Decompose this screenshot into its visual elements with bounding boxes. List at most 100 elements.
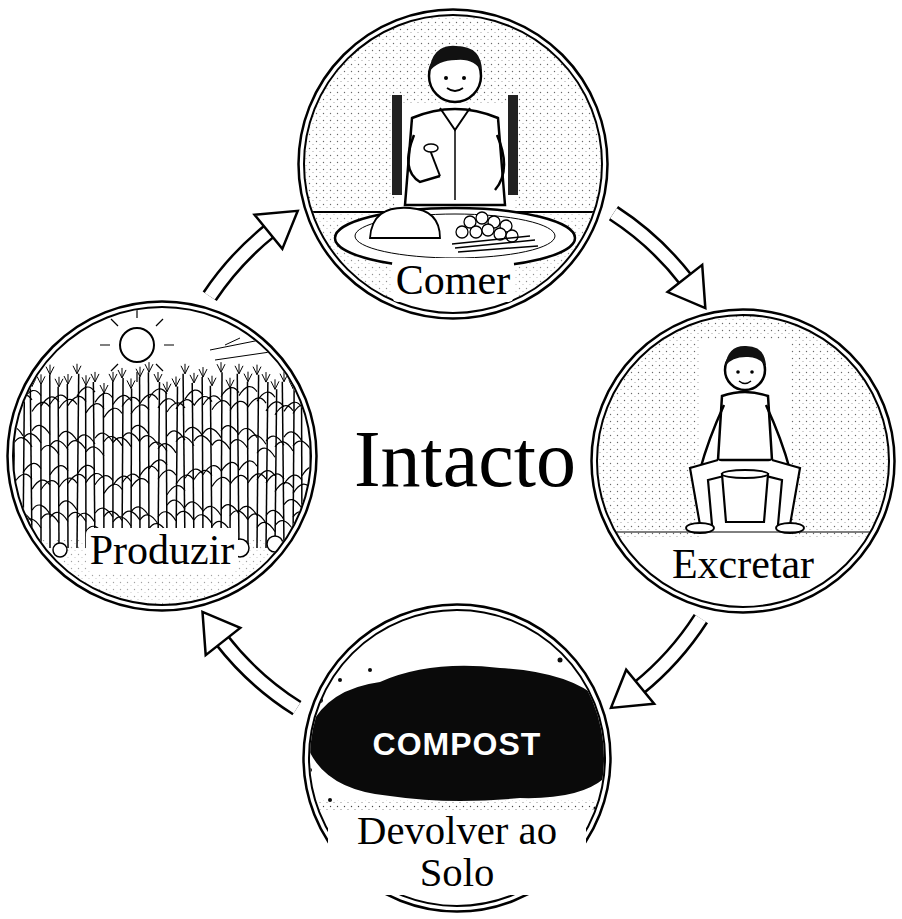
arrow-head [255,211,298,249]
node-label: Produzir [86,528,239,572]
corn-leaf [113,395,131,404]
corn-tassel [73,364,81,374]
arrow-outline [613,213,686,281]
cycle-circle: Produzir [6,300,318,612]
corn-tassel [154,372,162,382]
corn-leaf [194,436,212,445]
corn-stalk [148,372,150,548]
corn-stalk [57,387,59,548]
corn-stalk [112,382,114,548]
corn-leaf [32,505,50,514]
corn-leaf [257,392,275,401]
inner-ring [597,315,889,607]
corn-tassel [217,362,225,372]
cycle-arrow [202,612,296,708]
corn-stalk [93,382,95,548]
node-label: Devolver ao Solo [328,810,586,895]
corn-leaf [176,437,194,446]
corn-leaf [167,500,185,509]
corn-tassel [235,364,243,374]
corn-leaf [122,433,140,442]
corn-stalk [77,374,79,548]
corn-tassel [64,374,72,384]
corn-leaf [212,440,230,449]
corn-leaf [230,511,248,520]
arrow-outline [210,230,271,296]
outer-ring [592,310,895,613]
corn-leaf [203,428,221,437]
node-label: Excretar [668,542,818,586]
corn-leaf [167,403,185,412]
corn-leaf [149,389,167,398]
corn-leaf [131,425,149,434]
center-title: Intacto [354,415,576,503]
corn-stalk [67,384,69,548]
cycle-circle: Excretar [590,308,896,614]
corn-leaf [284,432,302,441]
inner-ring [13,307,311,605]
corn-stalk [40,384,42,548]
corn-leaf [257,448,275,457]
corn-leaf [203,506,221,515]
corn-leaf [275,442,293,451]
corn-leaf [158,399,176,408]
corn-tassel [253,365,261,375]
corn-stalk [282,382,284,548]
corn-leaf [41,514,59,523]
squatting-figure [590,308,896,540]
corn-stalk [122,378,123,548]
corn-leaf [68,441,86,450]
corn-stalk [229,388,231,548]
corn-leaf [185,427,203,436]
corn-leaf [50,512,68,521]
corn-leaf [284,500,302,509]
corn-leaf [203,396,221,405]
arrow-outline [638,619,701,689]
corn-leaf [185,469,203,478]
arrow-head [202,612,240,655]
corn-leaf [5,506,23,515]
corn-leaf [230,401,248,410]
cycle-arrow [210,211,298,296]
corn-tassel [82,375,90,385]
corn-leaf [113,517,131,526]
arrow-outline [221,639,297,708]
corn-tassel [19,364,27,374]
outer-ring [8,302,317,611]
corn-tassel [91,372,99,382]
compost-sign: COMPOST [369,728,546,762]
corn-leaf [59,431,77,440]
corn-leaf [221,426,239,435]
cycle-arrow [611,619,701,708]
corn-tassel [37,374,45,384]
arrow-head [611,670,654,708]
corn-leaf [194,515,212,524]
arrow-body [613,213,686,281]
corn-stalk [49,375,51,548]
corn-leaf [266,510,284,519]
corn-leaf [23,434,41,443]
outer-ring [299,10,608,319]
corn-tassel [163,382,171,392]
corn-leaf [41,445,59,454]
corn-leaf [140,436,158,445]
corn-stalk [237,374,239,548]
corn-tassel [208,376,216,386]
disc-grounds [6,8,896,913]
corn-tassel [136,367,144,377]
corn-stalk [192,383,194,548]
node-label: Comer [392,258,514,302]
corn-leaf [140,515,158,524]
corn-tassel [10,373,18,383]
corn-leaf [248,514,266,523]
corn-leaf [293,441,311,450]
arrow-body [210,230,271,296]
corn-leaf [14,438,32,447]
corn-tassel [262,372,270,382]
corn-leaf [176,511,194,520]
corn-leaf [212,401,230,410]
corn-leaf [113,438,131,447]
corn-tassel [244,372,252,382]
outer-ring [304,605,611,912]
